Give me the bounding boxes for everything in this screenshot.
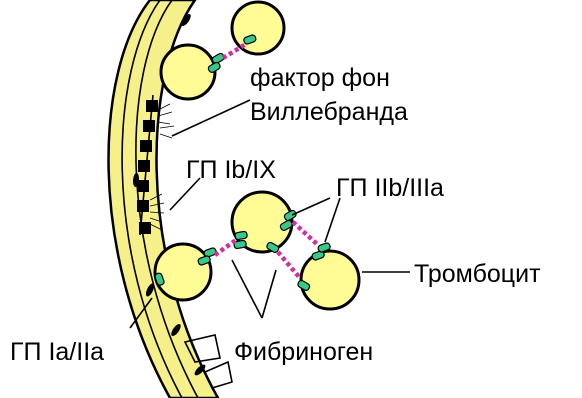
platelet-right: [301, 251, 359, 309]
platelet-top: [232, 2, 284, 54]
label-platelet: Тромбоцит: [414, 260, 541, 288]
label-gp-iib-iiia: ГП IIb/IIIa: [336, 174, 444, 202]
label-fibrinogen: Фибриноген: [234, 338, 373, 366]
label-vwf-line1: фактор фон: [250, 64, 390, 92]
label-gp-ia-iia: ГП Ia/IIa: [10, 338, 104, 366]
platelet-upper: [161, 45, 215, 99]
label-vwf-line2: Виллебранда: [250, 98, 408, 126]
platelet-lower: [155, 244, 211, 300]
label-gp-ib-ix: ГП Ib/IX: [186, 156, 276, 184]
